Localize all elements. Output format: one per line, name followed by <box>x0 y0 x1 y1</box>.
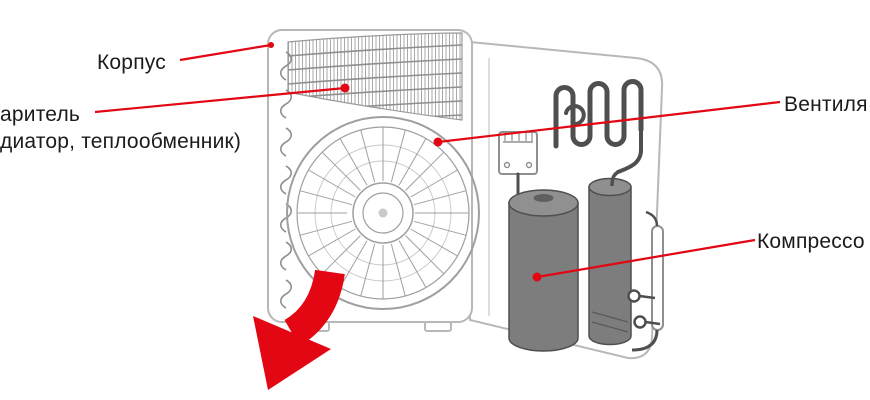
label-compressor: Компрессо <box>757 230 865 253</box>
leader-dot-evaporator <box>340 83 350 93</box>
fan-grille <box>286 116 480 310</box>
leader-dot-housing <box>268 42 274 48</box>
leader-fan <box>437 100 781 144</box>
label-fan: Вентиля <box>784 93 868 116</box>
label-evaporator-line2: диатор, теплообменник) <box>0 130 242 153</box>
accumulator-cylinder <box>588 170 632 346</box>
label-evaporator-line1: аритель <box>0 103 81 126</box>
pipes-and-valves <box>627 210 664 352</box>
evaporator-coil-hatch <box>279 32 463 309</box>
coil-fin-squiggles <box>279 51 293 309</box>
leader-lines <box>94 42 781 282</box>
airflow-arrow <box>253 269 345 390</box>
airflow-arrow-head <box>253 316 331 390</box>
leader-dot-fan <box>433 137 443 147</box>
terminal-box <box>498 131 538 175</box>
airflow-arrow-shaft <box>283 269 345 347</box>
label-evaporator: аритель диатор, теплообменник) <box>0 101 241 155</box>
fan-spokes <box>297 127 469 299</box>
leader-compressor <box>536 238 756 279</box>
leader-dot-compressor <box>532 272 542 282</box>
foot-right <box>424 321 452 332</box>
leader-housing <box>179 43 272 62</box>
leader-evaporator <box>94 86 346 114</box>
label-housing: Корпус <box>97 51 166 74</box>
compressor-cylinder <box>508 189 579 352</box>
